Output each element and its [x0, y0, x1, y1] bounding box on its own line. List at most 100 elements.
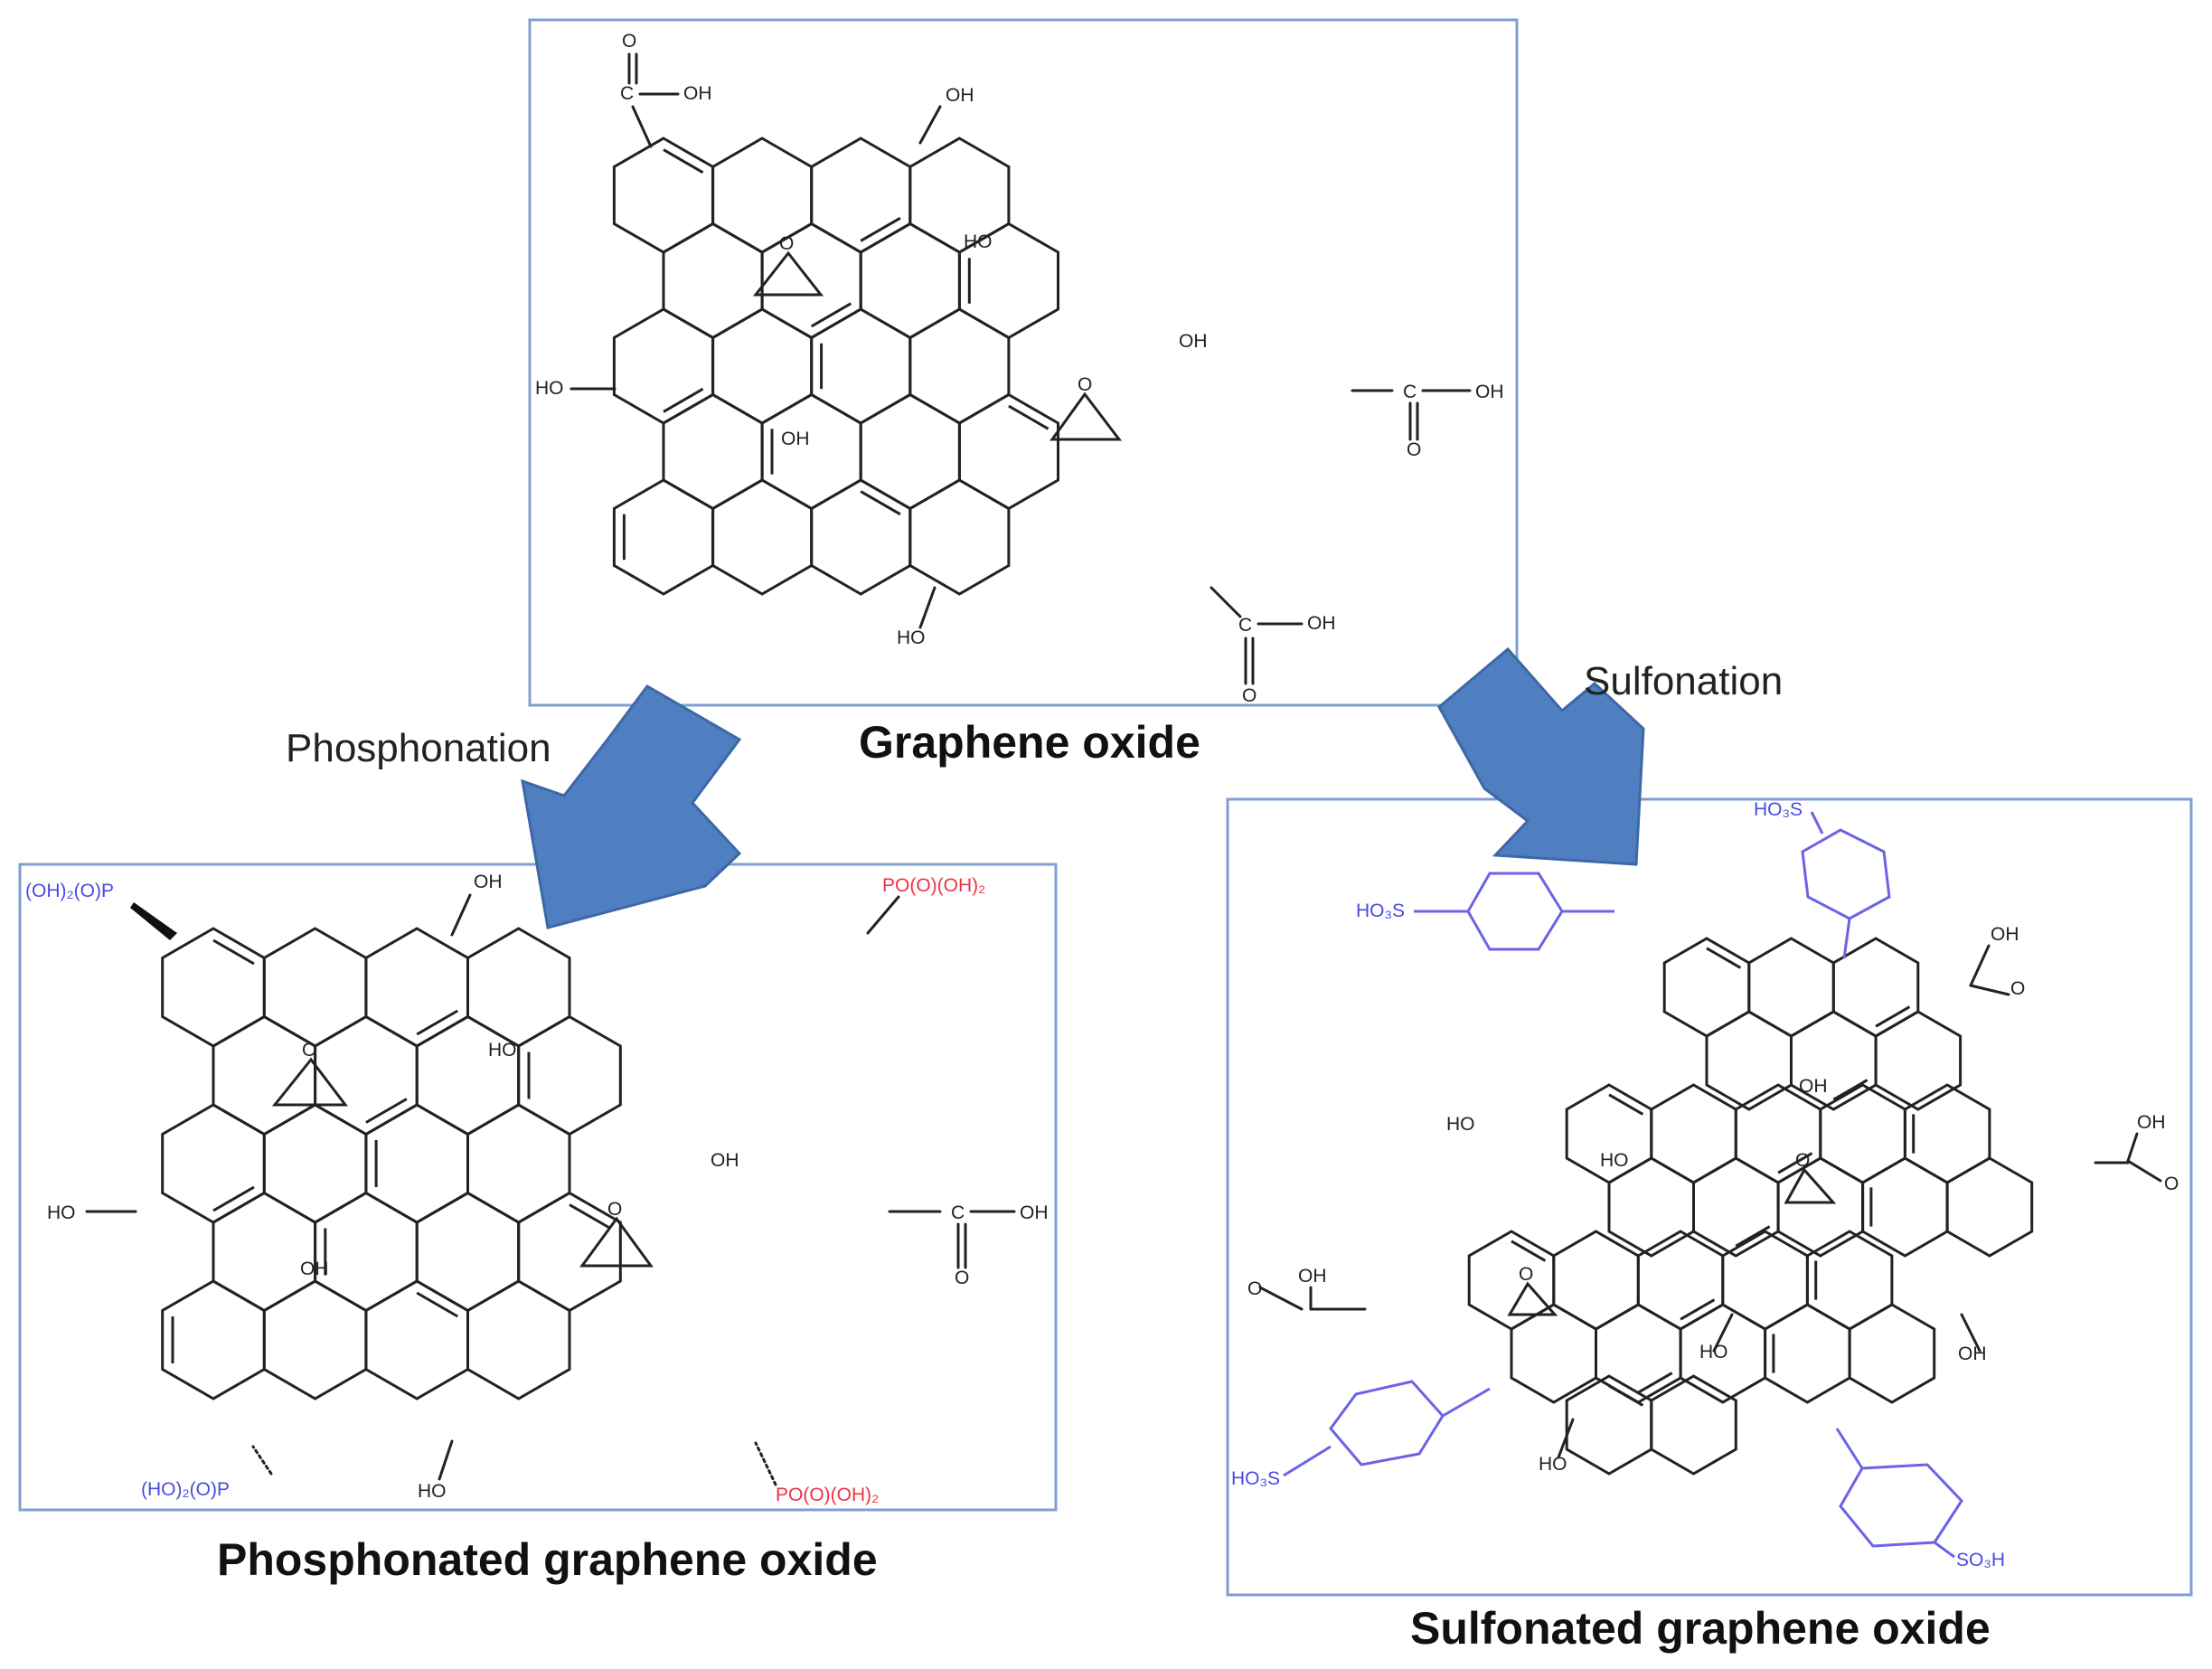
carbon-ring	[415, 1014, 521, 1136]
sulfonated-caption: Sulfonated graphene oxide	[1410, 1603, 1991, 1654]
carbon-ring	[1776, 1156, 1865, 1258]
phosphonic-group-label: (HO)₂(O)P	[141, 1479, 230, 1500]
epoxide-o-label: O	[1795, 1150, 1810, 1171]
carbon-ring	[1831, 937, 1920, 1038]
carbon-ring	[1705, 1010, 1793, 1111]
carbon-ring	[1747, 937, 1835, 1038]
sulfonated-substituents	[1258, 811, 2162, 1559]
carbon-ring	[517, 1191, 622, 1313]
wedge-bond	[130, 902, 177, 940]
epoxide-bridge	[1050, 391, 1123, 441]
carbon-ring	[612, 307, 715, 425]
double-bond	[569, 1203, 611, 1230]
carbon-ring	[212, 1191, 317, 1313]
double-bond	[860, 216, 901, 242]
carbonyl-o-label: O	[1247, 1278, 1262, 1299]
hydroxyl-label: OH	[1958, 1344, 1987, 1364]
epoxide-o-label: O	[1078, 374, 1092, 395]
carbon-ring	[1874, 1010, 1963, 1111]
carboxyl-oh-label: OH	[683, 83, 712, 104]
carbon-ring	[161, 927, 266, 1048]
double-bond	[1008, 404, 1050, 430]
hydroxyl-label: HO	[418, 1481, 447, 1502]
graphene-oxide-frame	[528, 18, 1519, 707]
double-bond	[212, 1185, 255, 1212]
double-bond	[663, 148, 704, 174]
epoxide-o-label: O	[302, 1040, 316, 1061]
hydroxyl-label: OH	[1179, 331, 1208, 352]
carbon-ring	[711, 307, 814, 425]
carbon-ring	[1650, 1374, 1737, 1476]
epoxide-bridge	[1507, 1281, 1558, 1316]
carbon-ring	[810, 307, 912, 425]
carbon-ring	[1565, 1374, 1653, 1476]
double-bond	[212, 938, 255, 966]
phenyl-ring	[1801, 828, 1891, 920]
carbon-ring	[314, 1191, 419, 1313]
carbon-ring	[1903, 1083, 1991, 1184]
carbon-ring	[908, 137, 1011, 254]
hydroxyl-label: HO	[488, 1040, 517, 1061]
double-bond	[416, 1291, 458, 1318]
carbon-ring	[760, 392, 862, 511]
double-bond	[663, 387, 704, 413]
carbon-ring	[314, 1014, 419, 1136]
sulfonated-frame	[1226, 797, 2193, 1597]
double-bond	[365, 1098, 408, 1124]
epoxide-bridge	[1784, 1167, 1837, 1204]
carbon-ring	[1552, 1230, 1640, 1331]
phosphonic-group-label: (OH)₂(O)P	[25, 881, 114, 901]
carbon-ring	[517, 1014, 622, 1136]
carbon-ring	[662, 222, 764, 340]
double-bond	[416, 1009, 458, 1036]
carbon-ring	[364, 1279, 469, 1400]
double-bond	[1680, 1298, 1716, 1321]
carbon-ring	[662, 392, 764, 511]
carbon-ring	[957, 392, 1059, 511]
double-bond	[1637, 1372, 1673, 1394]
carbon-ring	[1805, 1230, 1894, 1331]
phosphonated-structure	[161, 927, 654, 1400]
phosphonated-substituents	[85, 893, 1016, 1486]
carbon-ring	[1692, 1156, 1780, 1258]
carbon-ring	[612, 478, 715, 596]
carbon-ring	[711, 478, 814, 596]
epoxide-o-label: O	[779, 233, 794, 254]
carbonyl-o-label: O	[1407, 439, 1421, 460]
carbon-ring	[711, 137, 814, 254]
carboxyl-c-label: C	[1238, 615, 1252, 636]
double-bond	[1875, 1005, 1911, 1028]
carboxyl-c-label: C	[1403, 382, 1417, 402]
hydroxyl-label: HO	[47, 1202, 76, 1223]
hydroxyl-label: HO	[1699, 1342, 1728, 1363]
hydroxyl-label: HO	[1539, 1454, 1567, 1475]
carboxyl-oh-label: OH	[1475, 382, 1504, 402]
carbon-ring	[859, 392, 961, 511]
epoxide-o-label: O	[607, 1199, 622, 1220]
hydroxyl-label: OH	[711, 1150, 739, 1171]
epoxide-bridge	[271, 1057, 349, 1107]
phosphonation-label: Phosphonation	[286, 726, 551, 770]
carbon-ring	[1636, 1230, 1725, 1331]
carbon-ring	[466, 1279, 571, 1400]
sulfonic-group-label: SO₃H	[1956, 1550, 2005, 1570]
double-bond	[1777, 1152, 1813, 1174]
carbon-ring	[262, 927, 368, 1048]
double-bond	[1832, 1079, 1868, 1101]
carbon-ring	[810, 478, 912, 596]
carbonyl-o-label: O	[622, 31, 636, 52]
carboxyl-oh-label: OH	[1298, 1266, 1327, 1287]
carboxyl-c-label: C	[951, 1202, 965, 1223]
phosphonated-labels: (OH)₂(O)P OH PO(O)(OH)₂ O HO OH HO O C O…	[25, 872, 1049, 1505]
graphene-oxide-substituents	[569, 52, 1472, 685]
carbon-ring	[364, 927, 469, 1048]
carbon-ring	[1595, 1303, 1682, 1404]
hydroxyl-label: OH	[300, 1259, 329, 1279]
carbon-ring	[364, 1103, 469, 1224]
sulfonation-arrow	[1437, 646, 1645, 866]
sulfonated-labels: HO₃S HO₃S OH O OH HO OH HO O O O OH O OH…	[1231, 799, 2179, 1570]
carbon-ring	[262, 1279, 368, 1400]
carbon-ring	[810, 137, 912, 254]
carbon-ring	[612, 137, 715, 254]
hydroxyl-label: HO	[1600, 1150, 1629, 1171]
